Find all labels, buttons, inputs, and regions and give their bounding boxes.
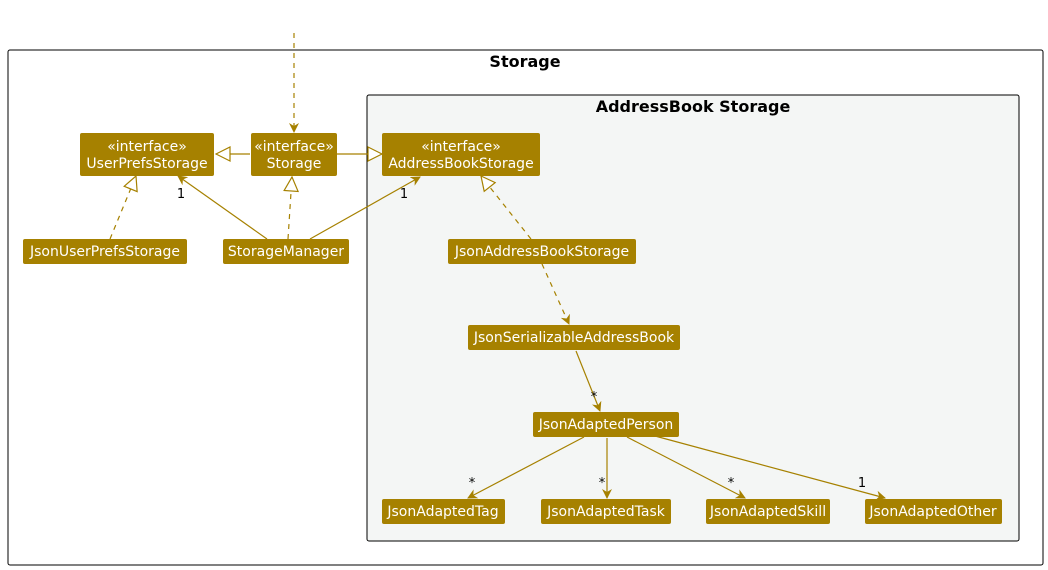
userprefsstorage-interface-node[interactable]: «interface» UserPrefsStorage: [80, 133, 214, 176]
class-name-label: JsonAdaptedOther: [868, 504, 997, 520]
person-to-other-association: [654, 435, 886, 501]
class-name-label: AddressBookStorage: [388, 156, 533, 172]
jsonaddressbookstorage-node[interactable]: JsonAddressBookStorage: [448, 239, 636, 264]
jsonadaptedtask-node[interactable]: JsonAdaptedTask: [541, 499, 671, 524]
multiplicity-label: 1: [400, 187, 408, 202]
class-name-label: JsonAddressBookStorage: [454, 244, 629, 260]
multiplicity-label: *: [591, 390, 598, 405]
storagemanager-implements-storage: [288, 177, 292, 240]
stereotype-label: «interface»: [254, 139, 334, 155]
multiplicity-label: 1: [177, 187, 185, 202]
multiplicity-label: *: [728, 476, 735, 491]
jsonserializableaddressbook-node[interactable]: JsonSerializableAddressBook: [468, 325, 680, 350]
class-name-label: JsonAdaptedTask: [546, 504, 666, 520]
jsonadaptedskill-node[interactable]: JsonAdaptedSkill: [706, 499, 830, 524]
class-name-label: JsonUserPrefsStorage: [29, 244, 180, 260]
class-name-label: JsonAdaptedTag: [386, 504, 498, 520]
person-to-tag-association: [467, 436, 585, 499]
stereotype-label: «interface»: [107, 139, 187, 155]
addressbook-storage-package-title: AddressBook Storage: [596, 97, 791, 116]
multiplicity-label: *: [599, 476, 606, 491]
jsonaddressbook-implements-addressbookstorage: [481, 176, 532, 240]
storagemanager-to-addressbookstorage-association: [309, 176, 421, 240]
storagemanager-to-userprefs-association: [177, 175, 268, 240]
jsonadaptedtag-node[interactable]: JsonAdaptedTag: [382, 499, 505, 524]
addressbookstorage-interface-node[interactable]: «interface» AddressBookStorage: [382, 133, 540, 176]
storagemanager-node[interactable]: StorageManager: [223, 239, 349, 264]
class-name-label: StorageManager: [228, 244, 344, 260]
class-name-label: JsonSerializableAddressBook: [473, 330, 675, 346]
serializable-to-person-association: [575, 350, 602, 412]
class-name-label: UserPrefsStorage: [86, 156, 207, 172]
jsonuserprefsstorage-node[interactable]: JsonUserPrefsStorage: [23, 239, 187, 264]
jsonadaptedperson-node[interactable]: JsonAdaptedPerson: [533, 412, 679, 437]
jsonadaptedother-node[interactable]: JsonAdaptedOther: [865, 499, 1002, 524]
jsonuserprefs-implements-userprefs: [109, 176, 136, 240]
multiplicity-label: 1: [858, 476, 866, 491]
jsonaddressbook-uses-serializable: [541, 263, 570, 325]
stereotype-label: «interface»: [421, 139, 501, 155]
class-name-label: Storage: [267, 156, 322, 172]
storage-interface-node[interactable]: «interface» Storage: [251, 133, 337, 176]
person-to-skill-association: [626, 436, 746, 499]
class-name-label: JsonAdaptedPerson: [538, 417, 674, 433]
storage-package-title: Storage: [489, 52, 560, 71]
addressbook-storage-package: AddressBook Storage: [366, 94, 1020, 542]
class-name-label: JsonAdaptedSkill: [709, 504, 826, 520]
multiplicity-label: *: [469, 476, 476, 491]
